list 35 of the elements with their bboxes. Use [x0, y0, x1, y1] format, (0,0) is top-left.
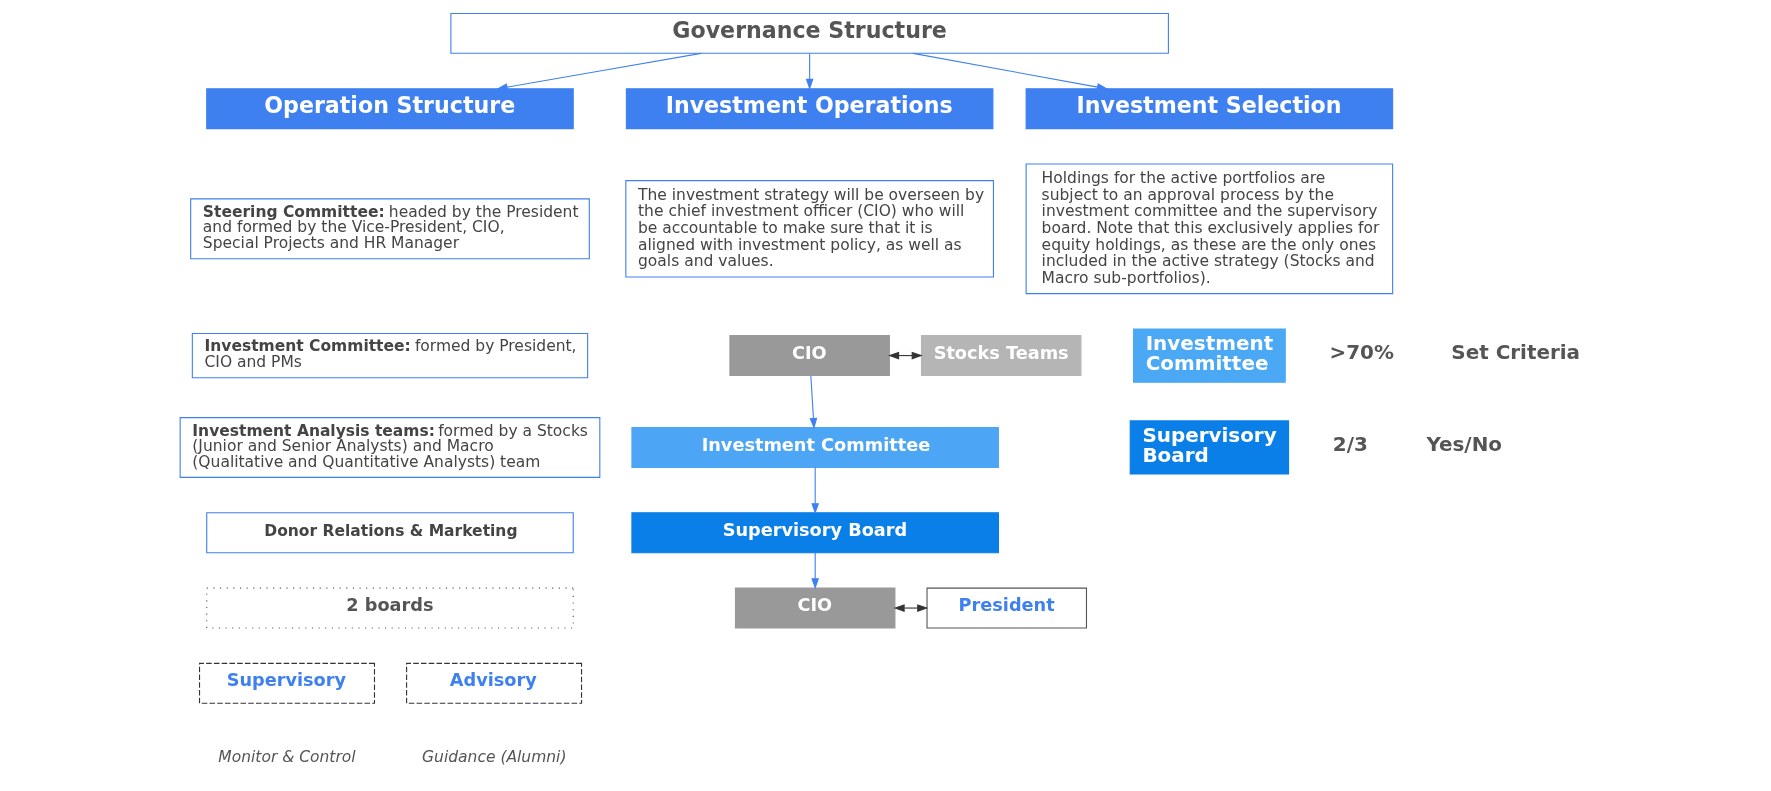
arrow — [496, 52, 702, 91]
arrow — [805, 52, 814, 90]
node-label: >70% — [1329, 340, 1394, 364]
arrow — [893, 603, 929, 612]
node-box: The investment strategy will be overseen by the chief investment officer (CIO) who will be accountable to make sure that it is aligned with investment policy, as well as goals and values. — [625, 179, 994, 278]
node-box: Investment Operations — [625, 87, 994, 129]
arrow — [912, 52, 1108, 91]
node-label: Monitor & Control — [218, 747, 356, 766]
node-box: Advisory — [406, 662, 583, 704]
node-box: CIO — [729, 334, 890, 376]
node-label: Yes/No — [1426, 432, 1503, 456]
node-box: Investment Analysis teams: formed by a Stocks (Junior and Senior Analysts) and Macro (Qualitative and Quantitative Analysts) team — [179, 416, 601, 478]
node-box: 2 boards — [206, 587, 574, 629]
node-box: CIO — [734, 587, 896, 629]
node-label: Guidance (Alumni) — [422, 747, 567, 766]
node-box: Operation Structure — [206, 87, 574, 129]
node-box: Investment Committee: formed by President, CIO and PMs — [191, 332, 589, 378]
node-box: Stocks Teams — [920, 334, 1082, 376]
node-box: President — [926, 587, 1088, 629]
node-box: Steering Committee: headed by the President and formed by the Vice-President, CIO, Special Projects and HR Manager — [190, 197, 590, 259]
node-box: Investment Committee — [1132, 327, 1286, 383]
arrow — [811, 552, 820, 589]
node-box: Supervisory — [198, 662, 376, 704]
node-label: 2/3 — [1332, 432, 1368, 456]
node-label: Set Criteria — [1451, 340, 1581, 364]
node-box: Investment Committee — [631, 426, 999, 468]
node-box: Investment Selection — [1025, 87, 1394, 129]
arrow — [809, 374, 818, 429]
arrow — [811, 466, 820, 514]
node-box: Governance Structure — [450, 12, 1169, 54]
node-box: Donor Relations & Marketing — [206, 511, 574, 553]
arrow — [888, 351, 923, 359]
node-box: Supervisory Board — [631, 511, 999, 553]
node-box: Supervisory Board — [1129, 419, 1290, 475]
node-box: Holdings for the active portfolios are subject to an approval process by the investment committee and the supervisory board. Note that this exclusively applies for equity holdings, as these are the only ones included in the active strategy (Stocks and Macro sub-portfolios). — [1025, 162, 1394, 294]
